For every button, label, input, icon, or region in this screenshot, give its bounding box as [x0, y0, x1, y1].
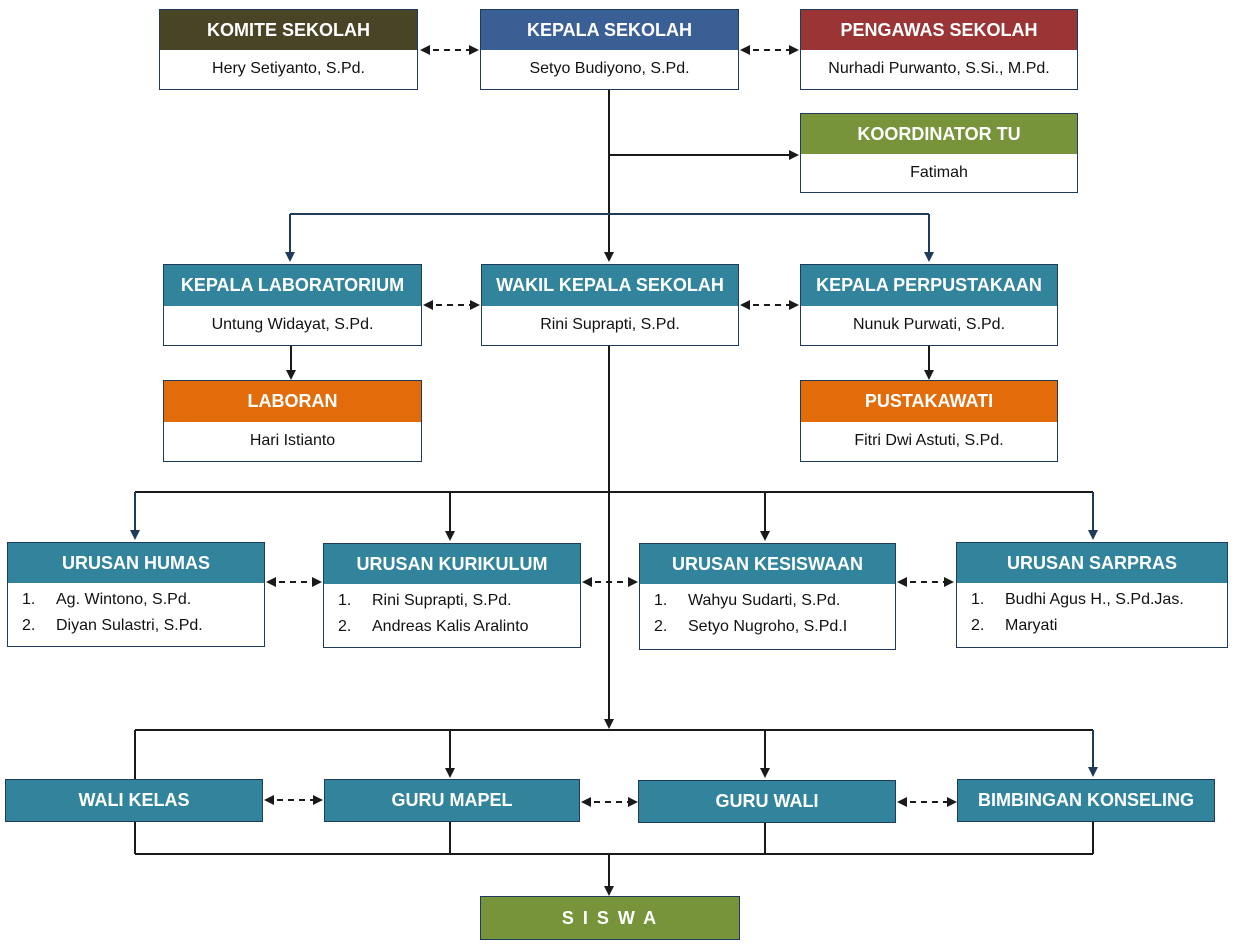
urusan-sarpras-box: URUSAN SARPRAS 1.Budhi Agus H., S.Pd.Jas… — [956, 542, 1228, 648]
guru-wali-box: GURU WALI — [638, 780, 896, 823]
urusan-kesiswaan-box: URUSAN KESISWAAN 1.Wahyu Sudarti, S.Pd. … — [639, 543, 896, 650]
list-item: 1.Budhi Agus H., S.Pd.Jas. — [971, 591, 1184, 608]
laboran-title: LABORAN — [164, 381, 421, 422]
komite-title: KOMITE SEKOLAH — [160, 10, 417, 50]
kepala-perpustakaan-title: KEPALA PERPUSTAKAAN — [801, 265, 1057, 306]
urusan-sarpras-list: 1.Budhi Agus H., S.Pd.Jas. 2.Maryati — [957, 583, 1227, 639]
urusan-humas-box: URUSAN HUMAS 1.Ag. Wintono, S.Pd. 2.Diya… — [7, 542, 265, 647]
pengawas-title: PENGAWAS SEKOLAH — [801, 10, 1077, 50]
pengawas-box: PENGAWAS SEKOLAH Nurhadi Purwanto, S.Si.… — [800, 9, 1078, 90]
pengawas-name: Nurhadi Purwanto, S.Si., M.Pd. — [828, 60, 1050, 77]
urusan-kurikulum-list: 1.Rini Suprapti, S.Pd. 2.Andreas Kalis A… — [324, 584, 580, 640]
pustakawati-title: PUSTAKAWATI — [801, 381, 1057, 422]
urusan-kesiswaan-list: 1.Wahyu Sudarti, S.Pd. 2.Setyo Nugroho, … — [640, 584, 895, 640]
bimbingan-konseling-box: BIMBINGAN KONSELING — [957, 779, 1215, 822]
kepala-sekolah-title: KEPALA SEKOLAH — [481, 10, 738, 50]
list-item: 1.Wahyu Sudarti, S.Pd. — [654, 592, 841, 609]
wakil-kepala-sekolah-title: WAKIL KEPALA SEKOLAH — [482, 265, 738, 306]
list-item: 1.Rini Suprapti, S.Pd. — [338, 592, 512, 609]
list-item: 2.Diyan Sulastri, S.Pd. — [22, 617, 203, 634]
pustakawati-box: PUSTAKAWATI Fitri Dwi Astuti, S.Pd. — [800, 380, 1058, 462]
urusan-humas-title: URUSAN HUMAS — [8, 543, 264, 583]
kepala-perpustakaan-name: Nunuk Purwati, S.Pd. — [852, 316, 1006, 333]
wakil-kepala-sekolah-box: WAKIL KEPALA SEKOLAH Rini Suprapti, S.Pd… — [481, 264, 739, 346]
kepala-sekolah-box: KEPALA SEKOLAH Setyo Budiyono, S.Pd. — [480, 9, 739, 90]
kepala-laboratorium-box: KEPALA LABORATORIUM Untung Widayat, S.Pd… — [163, 264, 422, 346]
kepala-sekolah-name: Setyo Budiyono, S.Pd. — [529, 60, 690, 77]
komite-box: KOMITE SEKOLAH Hery Setiyanto, S.Pd. — [159, 9, 418, 90]
urusan-kurikulum-box: URUSAN KURIKULUM 1.Rini Suprapti, S.Pd. … — [323, 543, 581, 648]
urusan-sarpras-title: URUSAN SARPRAS — [957, 543, 1227, 583]
laboran-name: Hari Istianto — [249, 432, 336, 449]
kepala-laboratorium-title: KEPALA LABORATORIUM — [164, 265, 421, 306]
urusan-kesiswaan-title: URUSAN KESISWAAN — [640, 544, 895, 584]
pustakawati-name: Fitri Dwi Astuti, S.Pd. — [854, 432, 1004, 449]
list-item: 1.Ag. Wintono, S.Pd. — [22, 591, 192, 608]
wali-kelas-box: WALI KELAS — [5, 779, 263, 822]
kepala-laboratorium-name: Untung Widayat, S.Pd. — [211, 316, 374, 333]
kepala-perpustakaan-box: KEPALA PERPUSTAKAAN Nunuk Purwati, S.Pd. — [800, 264, 1058, 346]
list-item: 2.Setyo Nugroho, S.Pd.I — [654, 618, 848, 635]
urusan-humas-list: 1.Ag. Wintono, S.Pd. 2.Diyan Sulastri, S… — [8, 583, 264, 639]
laboran-box: LABORAN Hari Istianto — [163, 380, 422, 462]
koordinator-tu-box: KOORDINATOR TU Fatimah — [800, 113, 1078, 193]
siswa-box: S I S W A — [480, 896, 740, 940]
wakil-kepala-sekolah-name: Rini Suprapti, S.Pd. — [540, 316, 680, 333]
koordinator-tu-name: Fatimah — [910, 163, 968, 181]
koordinator-tu-title: KOORDINATOR TU — [801, 114, 1077, 154]
urusan-kurikulum-title: URUSAN KURIKULUM — [324, 544, 580, 584]
komite-name: Hery Setiyanto, S.Pd. — [212, 60, 365, 77]
list-item: 2.Andreas Kalis Aralinto — [338, 618, 529, 635]
guru-mapel-box: GURU MAPEL — [324, 779, 580, 822]
list-item: 2.Maryati — [971, 617, 1058, 634]
